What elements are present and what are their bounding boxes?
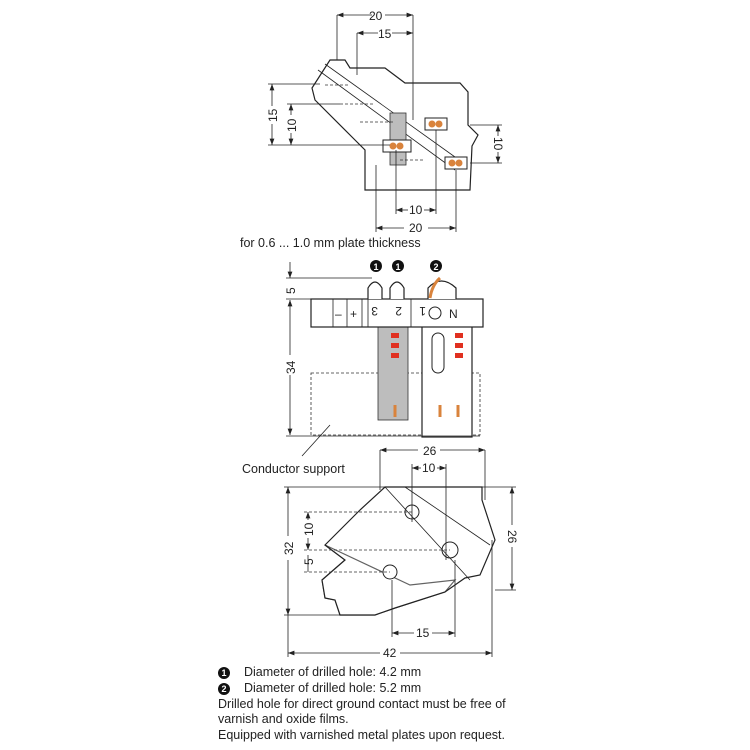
dim-bottom-10: 10 [409,203,423,217]
label-minus: – [335,307,342,321]
white-terminal-body [421,324,473,438]
dim-bottom-20: 20 [409,221,423,235]
dim-height-5: 5 [284,287,298,294]
dim-width-42: 42 [383,646,397,660]
dim-height-32: 32 [282,541,296,555]
plate-thickness-caption: for 0.6 ... 1.0 mm plate thickness [240,236,421,250]
dim-spacing-10: 10 [422,461,436,475]
svg-text:1: 1 [395,262,400,272]
label-1: 1 [419,304,426,318]
svg-text:2: 2 [433,262,438,272]
dim-width-26: 26 [423,444,437,458]
conductor-support-outline [310,372,481,436]
dim-left-10: 10 [285,118,299,132]
ground-contact [389,112,407,166]
conductor-support-leader [301,424,331,457]
note-1: 1 Diameter of drilled hole: 4.2 mm [218,665,421,679]
dim-right-10: 10 [491,137,505,151]
dim-left-5: 5 [302,558,316,565]
note-4: varnish and oxide films. [218,712,349,726]
marker-2-icon: 2 [218,682,230,695]
note-5: Equipped with varnished metal plates upo… [218,728,505,742]
gray-terminal-body [377,324,409,421]
dim-right-26: 26 [505,530,519,544]
terminal-bar [310,298,484,328]
svg-text:1: 1 [373,262,378,272]
dim-left-15: 15 [266,108,280,122]
marker-1-icon: 1 [218,666,230,679]
contact-spring [389,142,397,150]
dim-top-20: 20 [369,9,383,23]
label-plus: + [350,307,357,321]
note-2-text: Diameter of drilled hole: 5.2 mm [244,681,422,695]
note-2: 2 Diameter of drilled hole: 5.2 mm [218,681,421,695]
note-3: Drilled hole for direct ground contact m… [218,697,506,711]
marker-2: 2 [430,260,442,272]
note-1-text: Diameter of drilled hole: 4.2 mm [244,665,422,679]
red-indicators [391,333,463,358]
label-2: 2 [395,304,402,318]
side-view: – + 3 2 1 N 1 1 2 5 34 [284,260,484,457]
dim-left-10: 10 [302,522,316,536]
marker-1b: 1 [392,260,404,272]
conductor-support-label: Conductor support [242,462,345,476]
dim-spacing-15: 15 [416,626,430,640]
label-N: N [449,307,458,321]
dim-height-34: 34 [284,360,298,374]
bottom-view: 26 10 32 10 5 26 15 42 [282,444,519,660]
label-3: 3 [371,304,378,318]
top-view: 20 15 15 10 10 10 20 [266,9,505,235]
dim-top-15: 15 [378,27,392,41]
marker-1a: 1 [370,260,382,272]
